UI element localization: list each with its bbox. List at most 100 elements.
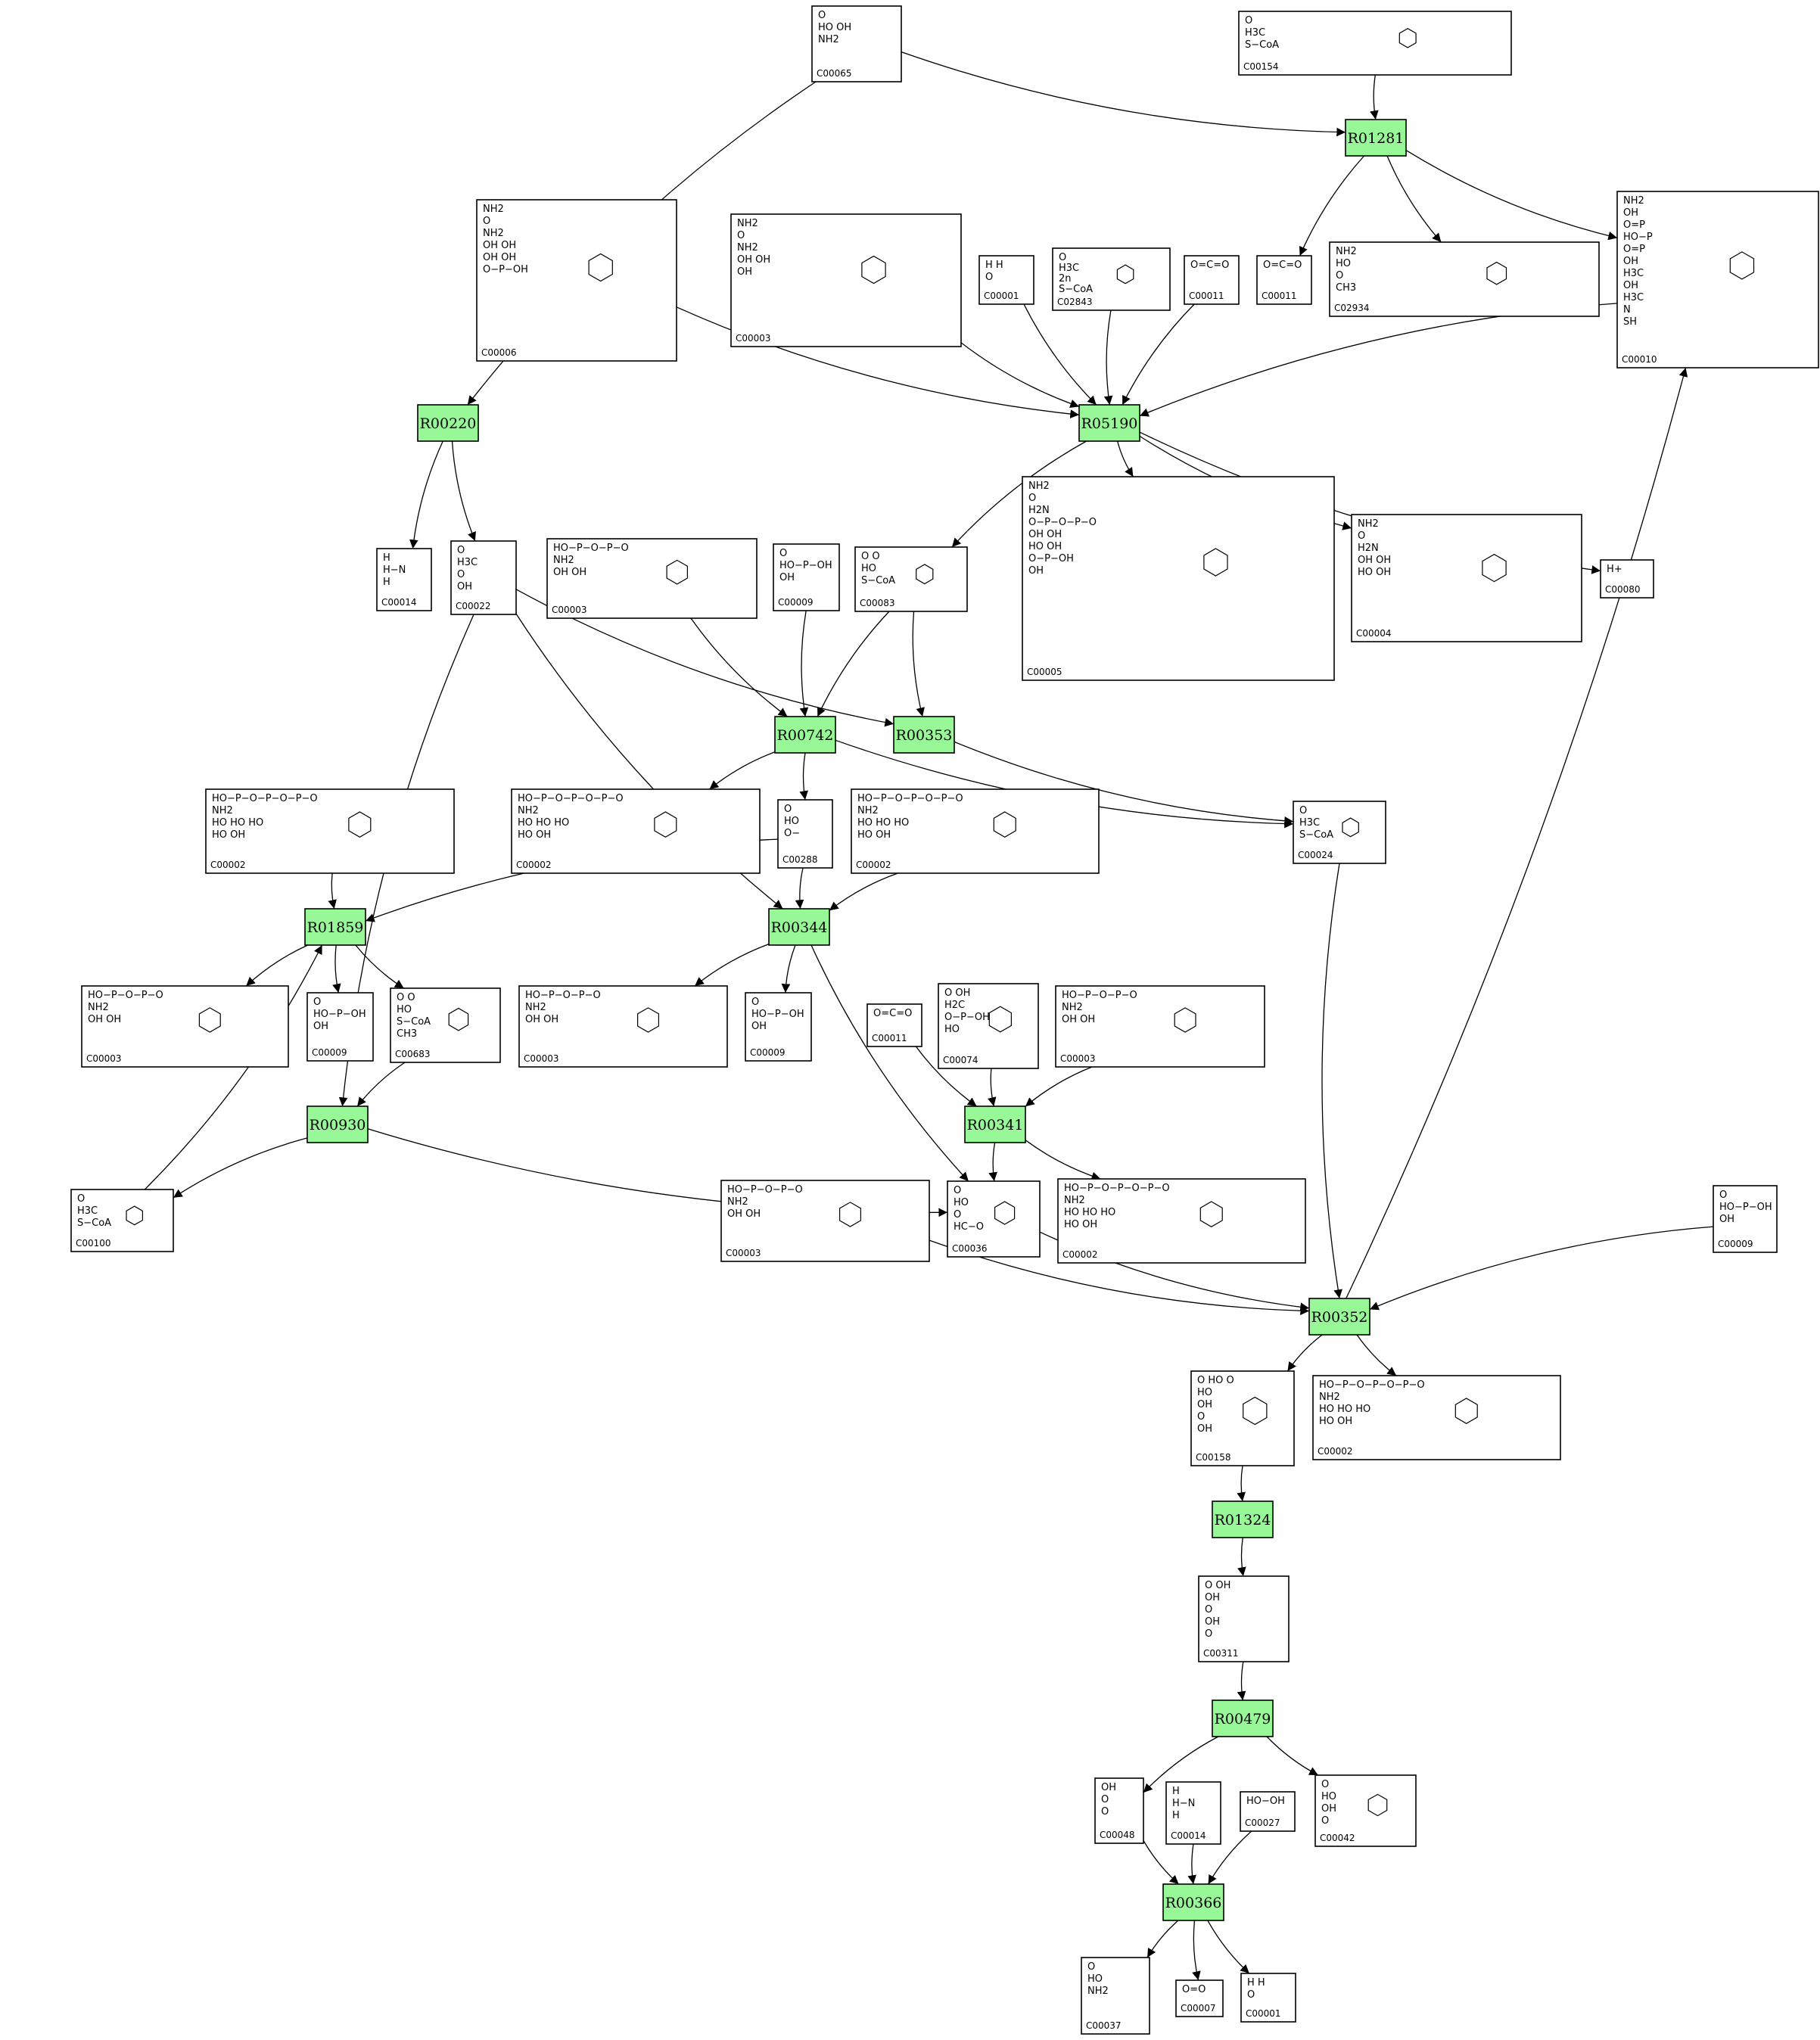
- reaction-R00930[interactable]: R00930: [306, 1106, 369, 1143]
- reaction-R00742[interactable]: R00742: [774, 716, 836, 754]
- compound-box[interactable]: [1175, 1979, 1224, 2017]
- reaction-R00220[interactable]: R00220: [417, 404, 479, 442]
- reaction-box[interactable]: [417, 404, 479, 442]
- reaction-R00352[interactable]: R00352: [1308, 1298, 1370, 1336]
- reaction-box[interactable]: [893, 716, 955, 754]
- compound-box[interactable]: [947, 1180, 1041, 1258]
- compound-box[interactable]: [1713, 1185, 1778, 1253]
- compound-box[interactable]: [978, 255, 1034, 305]
- compound-box[interactable]: [854, 546, 968, 612]
- compound-box[interactable]: [306, 992, 374, 1062]
- compound-box[interactable]: [1238, 11, 1512, 76]
- compound-box[interactable]: [773, 543, 840, 611]
- compound-box[interactable]: [1184, 255, 1240, 305]
- compound-box[interactable]: [518, 985, 728, 1068]
- reaction-box[interactable]: [774, 716, 836, 754]
- reaction-box[interactable]: [964, 1106, 1026, 1143]
- compound-box[interactable]: [1312, 1375, 1561, 1460]
- reaction-R01859[interactable]: R01859: [304, 908, 366, 946]
- reaction-R01324[interactable]: R01324: [1212, 1500, 1274, 1538]
- compound-box[interactable]: [1329, 241, 1600, 317]
- compound-box[interactable]: [1600, 559, 1654, 599]
- compound-box[interactable]: [1314, 1774, 1417, 1847]
- reaction-R00344[interactable]: R00344: [768, 908, 830, 946]
- compound-box[interactable]: [720, 1180, 930, 1262]
- compound-box[interactable]: [70, 1189, 174, 1252]
- compound-box[interactable]: [777, 799, 833, 869]
- reaction-box[interactable]: [1078, 404, 1140, 442]
- compound-box[interactable]: [1057, 1178, 1306, 1264]
- compound-box[interactable]: [1351, 514, 1582, 642]
- compound-box[interactable]: [476, 199, 677, 362]
- compound-box[interactable]: [1081, 1957, 1150, 2035]
- compound-box[interactable]: [546, 538, 758, 619]
- reaction-box[interactable]: [1345, 119, 1407, 157]
- compound-box[interactable]: [851, 788, 1100, 874]
- compound-box[interactable]: [81, 985, 289, 1068]
- reaction-R01281[interactable]: R01281: [1345, 119, 1407, 157]
- compound-box[interactable]: [1165, 1781, 1221, 1845]
- compound-box[interactable]: [1293, 801, 1386, 864]
- compound-box[interactable]: [745, 992, 812, 1062]
- compound-box[interactable]: [1616, 191, 1819, 369]
- compound-box[interactable]: [1190, 1370, 1295, 1466]
- reaction-box[interactable]: [768, 908, 830, 946]
- compound-box[interactable]: [1052, 247, 1171, 311]
- reaction-box[interactable]: [1212, 1500, 1274, 1538]
- reaction-R05190[interactable]: R05190: [1078, 404, 1140, 442]
- compound-box[interactable]: [1055, 985, 1265, 1068]
- compound-box[interactable]: [450, 540, 517, 615]
- compound-node[interactable]: H+C00080: [1600, 559, 1654, 599]
- compound-box[interactable]: [1022, 476, 1335, 681]
- reaction-box[interactable]: [306, 1106, 369, 1143]
- compound-box[interactable]: [1240, 1791, 1296, 1832]
- reaction-R00366[interactable]: R00366: [1162, 1883, 1224, 1921]
- compound-box[interactable]: [511, 788, 761, 874]
- compound-box[interactable]: [390, 987, 501, 1063]
- compound-box[interactable]: [1240, 1973, 1296, 2023]
- compound-box[interactable]: [730, 213, 962, 347]
- reaction-R00479[interactable]: R00479: [1212, 1699, 1274, 1737]
